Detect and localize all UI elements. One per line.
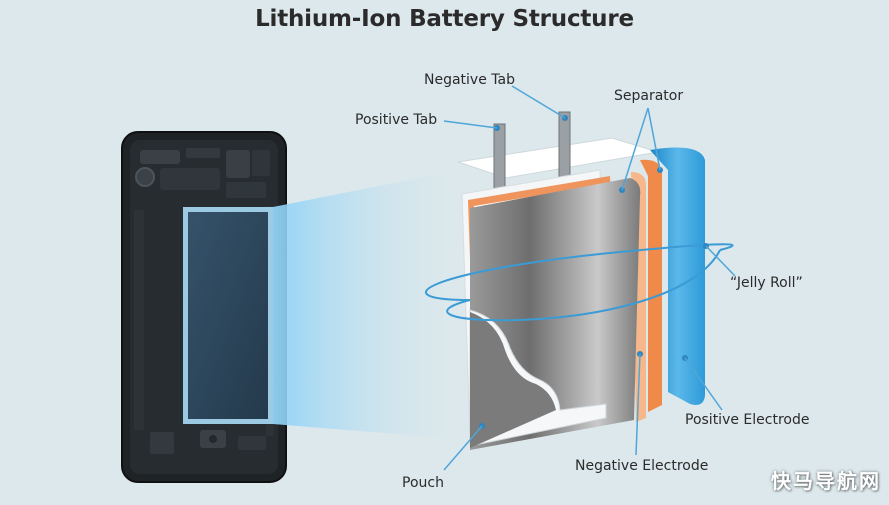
- negative-tab-shape: [558, 111, 571, 185]
- phone-illustration: [121, 131, 287, 483]
- separator-shape: [640, 159, 662, 412]
- label-positive-electrode: Positive Electrode: [685, 412, 810, 428]
- label-jelly-roll: “Jelly Roll”: [730, 275, 803, 291]
- label-negative-electrode: Negative Electrode: [575, 458, 709, 474]
- label-separator: Separator: [614, 88, 684, 104]
- leader-lines: [443, 85, 736, 471]
- projection-beam: [273, 168, 470, 440]
- label-pouch: Pouch: [402, 475, 444, 491]
- positive-tab-shape: [493, 123, 506, 191]
- positive-electrode-shape: [650, 147, 705, 405]
- label-positive-tab: Positive Tab: [355, 112, 438, 128]
- label-negative-tab: Negative Tab: [424, 72, 515, 88]
- battery-cell: [188, 212, 268, 419]
- watermark: 快马导航网: [771, 469, 881, 493]
- battery-cross-section: [424, 111, 734, 450]
- diagram-title: Lithium-Ion Battery Structure: [255, 6, 634, 32]
